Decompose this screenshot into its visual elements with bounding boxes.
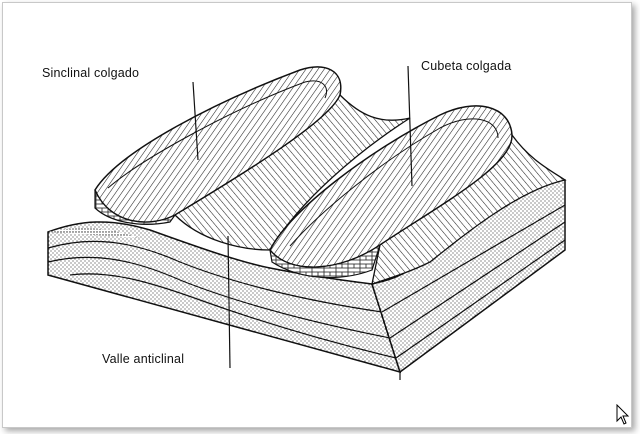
block-front-face [47, 221, 402, 374]
right-valley-slope [371, 132, 567, 285]
label-anticlinal-valley: Valle anticlinal [102, 352, 185, 366]
label-hanging-syncline: Sinclinal colgado [42, 66, 140, 80]
leader-hanging-syncline [192, 81, 199, 161]
leader-hanging-basin [407, 65, 413, 187]
mouse-cursor-icon [616, 404, 630, 425]
label-hanging-basin: Cubeta colgada [421, 59, 512, 73]
leader-anticlinal-valley [227, 235, 231, 369]
